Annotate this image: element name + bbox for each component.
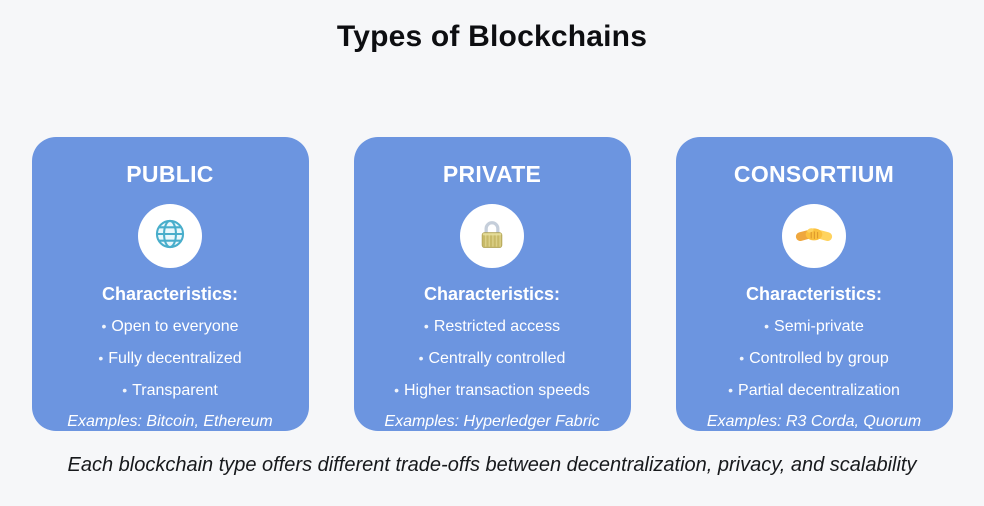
characteristic-item: •Partial decentralization: [728, 380, 900, 401]
characteristic-text: Fully decentralized: [108, 350, 242, 367]
icon-circle: [138, 204, 202, 268]
bullet-dot: •: [764, 318, 770, 334]
examples-text: Examples: Bitcoin, Ethereum: [67, 413, 273, 430]
card-private-title: PRIVATE: [442, 161, 542, 187]
characteristic-item: •Open to everyone: [101, 316, 238, 337]
examples-text: Examples: Hyperledger Fabric: [384, 413, 600, 430]
bullet-dot: •: [739, 350, 745, 366]
characteristic-text: Centrally controlled: [428, 350, 566, 367]
bullet-dot: •: [101, 318, 107, 334]
page-title: Types of Blockchains: [336, 20, 648, 53]
characteristic-item: •Fully decentralized: [98, 348, 241, 369]
characteristic-text: Transparent: [132, 382, 218, 399]
cards-row: PUBLIC Characteristics: •Open to everyon…: [0, 137, 984, 431]
globe-icon: [152, 216, 188, 257]
bullet-dot: •: [423, 318, 429, 334]
characteristic-item: • Higher transaction speeds: [394, 380, 590, 401]
bullet-dot: •: [394, 382, 399, 398]
characteristic-item: •Transparent: [122, 380, 218, 401]
bullet-dot: •: [728, 382, 734, 398]
card-consortium-title: CONSORTIUM: [733, 161, 895, 187]
icon-circle: [460, 204, 524, 268]
card-consortium: CONSORTIUM Characteristics: •Semi-privat…: [675, 137, 953, 431]
characteristic-text: Partial decentralization: [738, 382, 900, 399]
footer-note: Each blockchain type offers different tr…: [67, 454, 917, 476]
examples-text: Examples: R3 Corda, Quorum: [706, 413, 922, 430]
characteristic-text: Open to everyone: [111, 318, 239, 335]
characteristics-label: Characteristics:: [745, 284, 883, 304]
characteristic-item: •Centrally controlled: [419, 348, 566, 369]
characteristics-label: Characteristics:: [101, 284, 239, 304]
card-public: PUBLIC Characteristics: •Open to everyon…: [31, 137, 309, 431]
card-private: PRIVATE Characteristics: •Rest: [353, 137, 631, 431]
bullet-dot: •: [98, 350, 104, 366]
characteristic-item: •Semi-private: [764, 316, 864, 337]
characteristic-item: •Restricted access: [424, 316, 560, 337]
handshake-icon: [795, 215, 833, 258]
characteristic-text: Semi-private: [774, 318, 864, 335]
bullet-dot: •: [418, 350, 424, 366]
bullet-dot: •: [122, 382, 128, 398]
characteristic-text: Restricted access: [433, 318, 561, 335]
characteristic-text: Controlled by group: [749, 350, 889, 367]
characteristic-item: •Controlled by group: [739, 348, 889, 369]
card-public-title: PUBLIC: [126, 161, 214, 187]
icon-circle: [782, 204, 846, 268]
lock-icon: [474, 216, 510, 257]
characteristics-label: Characteristics:: [423, 284, 561, 304]
characteristic-text: Higher transaction speeds: [404, 382, 590, 399]
